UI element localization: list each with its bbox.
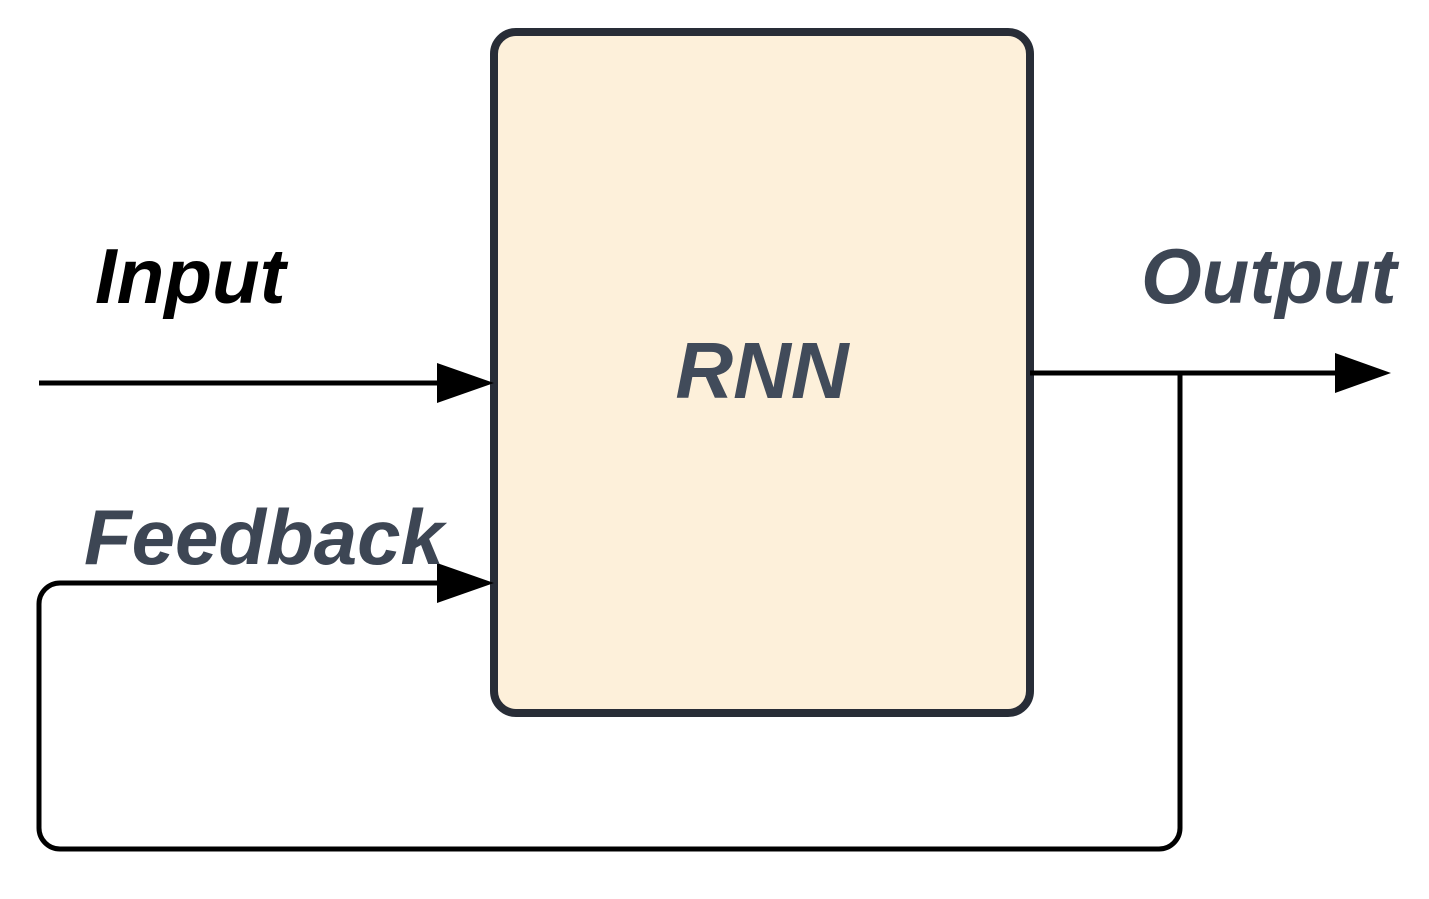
- feedback-edge-label: Feedback: [84, 493, 447, 581]
- output-edge-label: Output: [1141, 232, 1400, 320]
- input-arrowhead-icon: [437, 363, 494, 403]
- output-arrowhead-icon: [1335, 353, 1391, 393]
- feedback-edge-path: [36, 373, 1183, 852]
- input-edge-label: Input: [95, 232, 289, 320]
- feedback-arrowhead-icon: [437, 563, 494, 603]
- rnn-block-label: RNN: [675, 326, 851, 415]
